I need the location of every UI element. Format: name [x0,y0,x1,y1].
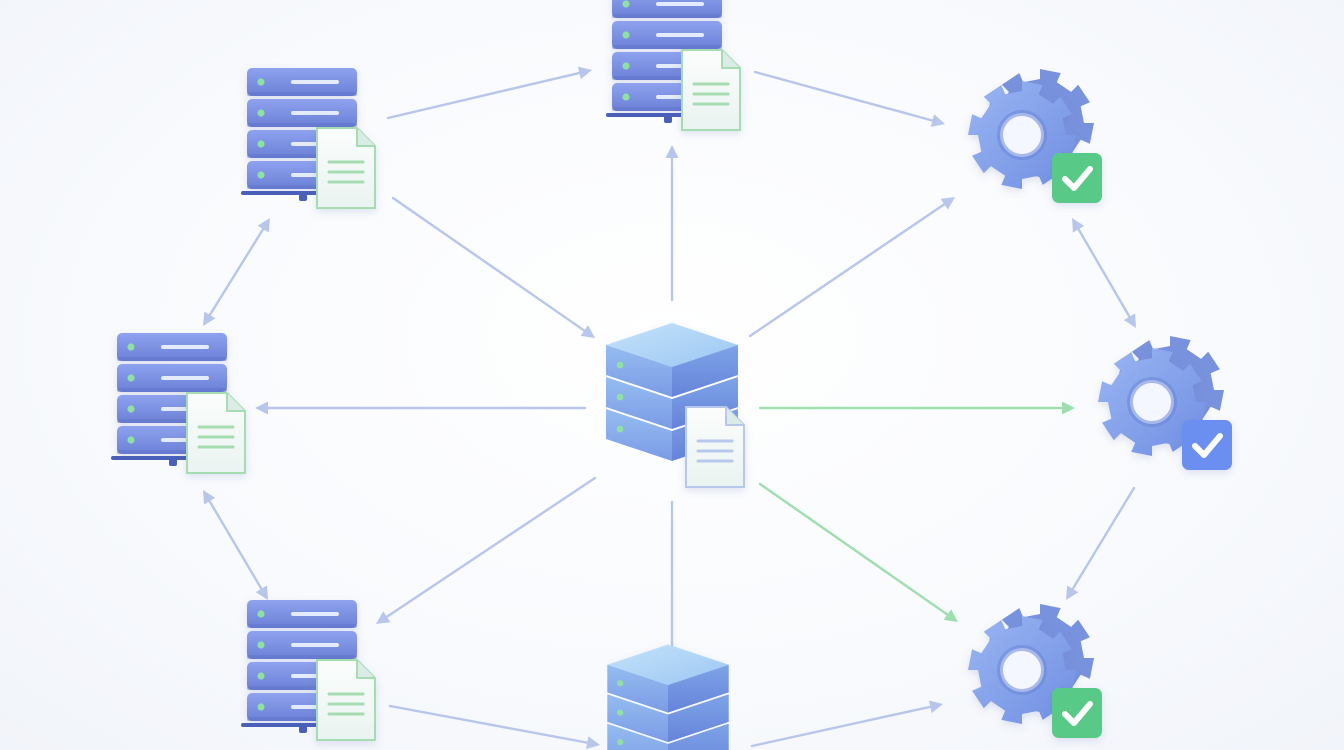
blue-check-badge-icon [1182,420,1232,470]
connector-line [750,704,935,748]
edges-layer [203,66,1136,750]
arrowhead [665,145,679,158]
edge-central-database-to-server-top-center [665,145,679,302]
connector-line [207,225,266,319]
arrowhead [930,114,945,127]
gear-top-right [968,69,1102,203]
database-bottom-center [607,644,729,750]
arrowhead [586,736,600,750]
connector-line [386,71,584,120]
arrowhead [376,611,391,624]
gear-service-icon [968,604,1102,738]
central-database [606,323,745,488]
arrowhead [1072,218,1085,233]
edge-central-database-to-server-bottom-left [376,476,597,624]
edge-gear-mid-right-to-gear-bottom-right [1066,486,1136,600]
arrowhead [577,66,592,80]
gear-service-icon [968,69,1102,203]
arrowhead [943,609,958,622]
document-icon [316,127,376,209]
document-icon [186,392,246,474]
server-mid-left [111,333,246,474]
connector-line [1075,225,1133,321]
edge-server-bottom-left-to-database-bottom-center [388,704,600,750]
connector-line [748,201,948,338]
edge-server-top-left-to-central-database [391,196,595,338]
arrowhead [1066,585,1079,600]
edge-central-database-to-server-mid-left [255,401,587,415]
gear-mid-right [1098,336,1232,470]
edge-central-database-to-gear-bottom-right [758,482,958,622]
document-icon [685,406,745,488]
arrowhead [940,197,955,210]
arrowhead [255,401,268,415]
connector-line [758,482,951,618]
arrowhead [1123,313,1136,328]
document-icon [316,659,376,741]
green-check-badge-icon [1052,153,1102,203]
gear-bottom-right [968,604,1102,738]
connector-line [388,704,592,745]
edge-server-mid-left-to-server-bottom-left [203,490,268,600]
nodes-layer [111,0,1232,750]
connector-line [753,70,937,123]
edge-server-top-left-to-server-mid-left [203,218,270,326]
arrowhead [580,325,595,338]
edge-server-top-left-to-server-top-center [386,66,592,120]
connector-line [391,196,588,334]
connector-line [206,497,265,593]
gear-service-icon [1098,336,1232,470]
server-bottom-left [241,600,376,741]
arrowhead [257,218,270,233]
edge-database-bottom-center-to-gear-bottom-right [750,700,943,748]
server-top-center [606,0,741,131]
arrowhead [203,311,216,326]
edge-central-database-to-database-bottom-center [665,500,679,664]
arrowhead [203,490,216,505]
database-stack-icon [607,644,729,750]
arrowhead [1062,401,1075,415]
arrowhead [255,585,268,600]
edge-gear-top-right-to-gear-mid-right [1072,218,1136,328]
document-icon [681,49,741,131]
connector-line [383,476,597,620]
server-top-left [241,68,376,209]
connector-line [1069,486,1136,593]
edge-server-top-center-to-gear-top-right [753,70,945,127]
arrowhead [928,700,943,714]
edge-central-database-to-gear-top-right [748,197,955,338]
green-check-badge-icon [1052,688,1102,738]
edge-central-database-to-gear-mid-right [758,401,1075,415]
